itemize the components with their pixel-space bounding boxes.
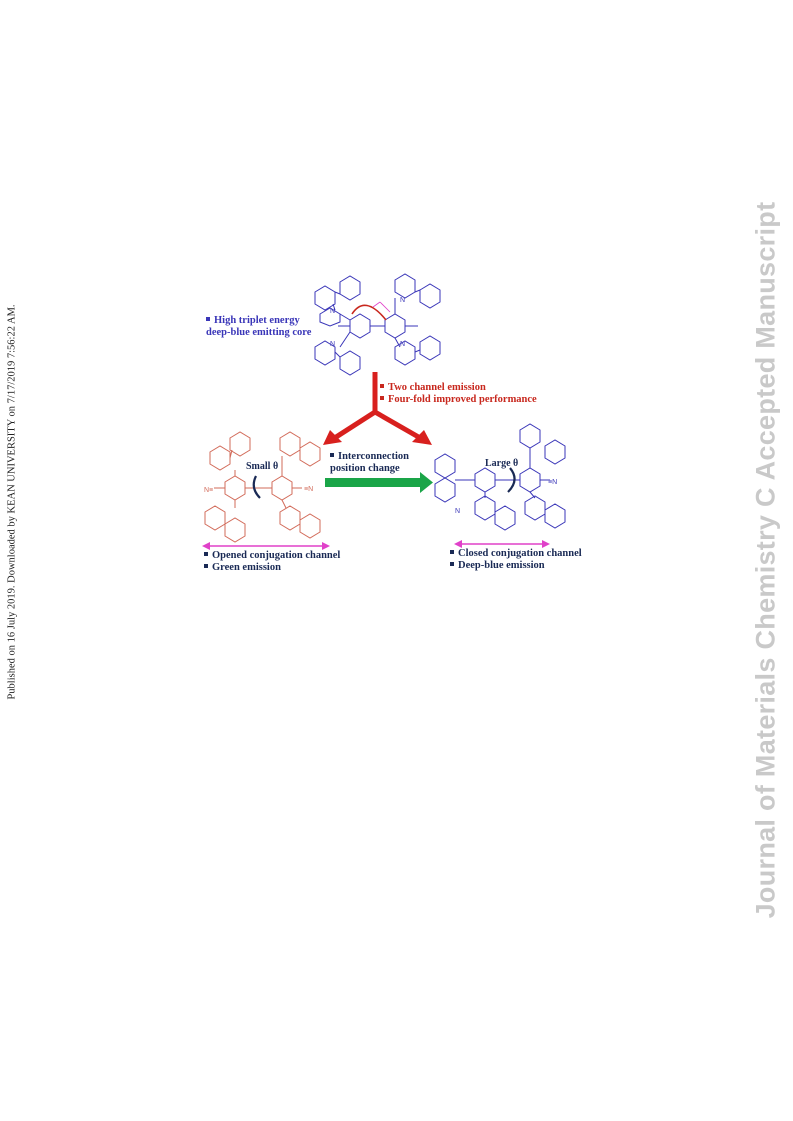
graphical-abstract: N N N N — [190, 262, 610, 582]
svg-text:≡N: ≡N — [304, 486, 313, 493]
svg-text:N: N — [455, 508, 460, 515]
green-emitter-molecule — [204, 431, 321, 543]
left-label-2: Green emission — [212, 562, 281, 573]
interconnection-line2: position change — [330, 463, 400, 474]
core-label: High triplet energy deep-blue emitting c… — [206, 315, 311, 339]
svg-text:N: N — [400, 341, 405, 348]
position-change-arrow — [325, 472, 433, 493]
svg-text:N: N — [400, 297, 405, 304]
split-arrows — [323, 372, 432, 445]
conjugation-length-arrows — [202, 540, 550, 550]
interconnection-line1: Interconnection — [338, 451, 409, 462]
channel-label-1: Two channel emission — [388, 382, 486, 393]
large-theta-label: Large θ — [485, 458, 519, 469]
svg-text:N: N — [330, 308, 335, 315]
right-label-1: Closed conjugation channel — [458, 548, 582, 559]
journal-watermark: Journal of Materials Chemistry C Accepte… — [750, 201, 781, 919]
right-label-2: Deep-blue emission — [458, 560, 545, 571]
right-molecule-labels: Closed conjugation channel Deep-blue emi… — [450, 548, 582, 572]
left-molecule-labels: Opened conjugation channel Green emissio… — [204, 550, 340, 574]
deep-blue-emitter-molecule — [434, 423, 566, 531]
torsion-arc — [351, 304, 387, 321]
core-label-line1: High triplet energy — [214, 315, 300, 326]
small-theta-label: Small θ — [246, 461, 279, 472]
core-label-line2: deep-blue emitting core — [206, 327, 312, 338]
small-angle-arc — [252, 475, 261, 499]
svg-text:≡N: ≡N — [548, 479, 557, 486]
large-angle-arc — [507, 467, 516, 493]
publication-info: Published on 16 July 2019. Downloaded by… — [6, 304, 18, 700]
svg-text:N: N — [330, 341, 335, 348]
channel-labels: Two channel emission Four-fold improved … — [380, 382, 537, 406]
core-molecule — [314, 273, 441, 376]
left-label-1: Opened conjugation channel — [212, 550, 341, 561]
channel-label-2: Four-fold improved performance — [388, 394, 537, 405]
svg-text:N≡: N≡ — [204, 487, 213, 494]
interconnection-label: Interconnection position change — [330, 451, 409, 475]
